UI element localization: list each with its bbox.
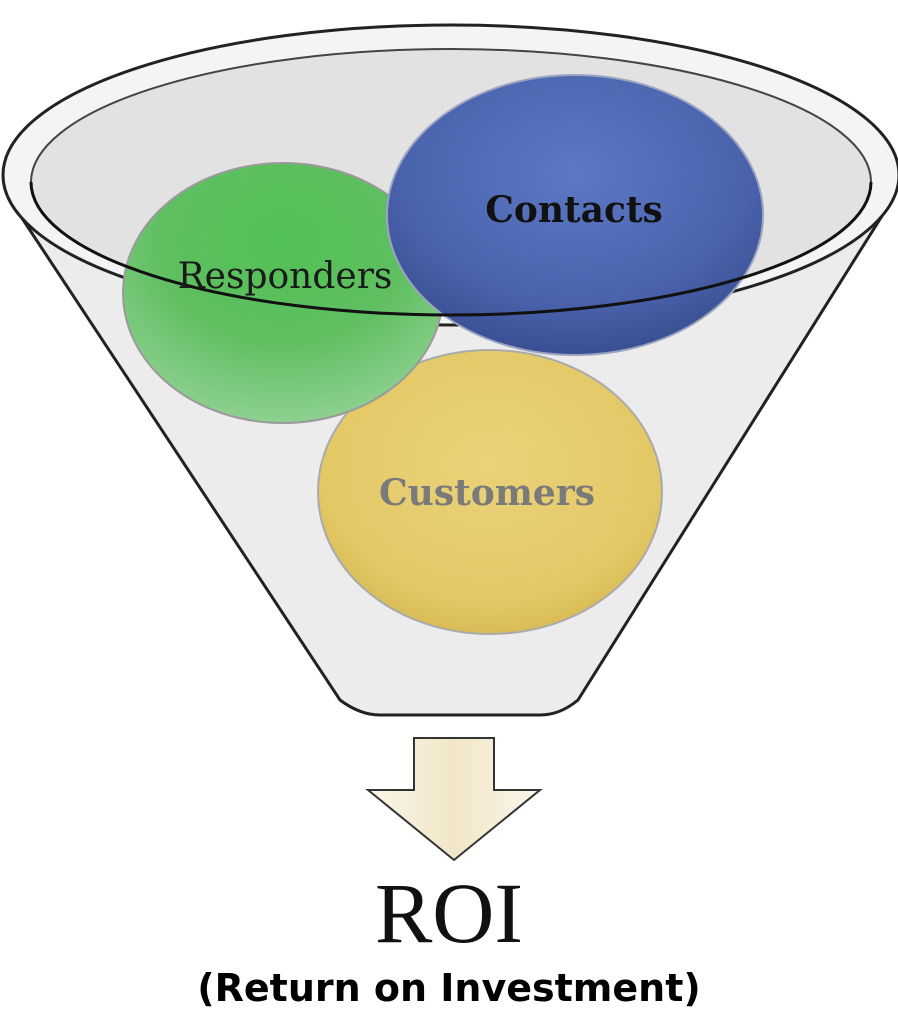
contacts-label: Contacts — [485, 189, 663, 231]
responders-label: Responders — [178, 256, 393, 297]
down-arrow-icon — [365, 737, 543, 862]
contacts-bubble — [386, 74, 764, 356]
roi-subtitle: (Return on Investment) — [197, 966, 701, 1010]
funnel-rim-front — [29, 181, 873, 317]
roi-title: ROI — [374, 865, 524, 961]
customers-bubble — [317, 349, 663, 635]
customers-label: Customers — [379, 472, 595, 514]
